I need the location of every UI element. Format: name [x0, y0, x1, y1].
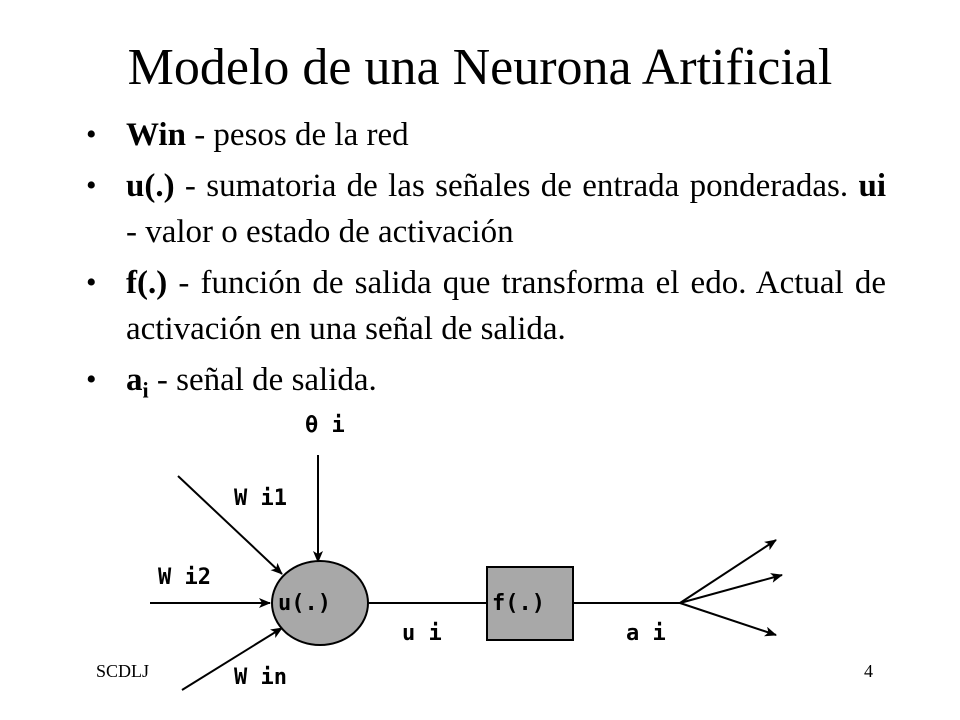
slide-number: 4 — [864, 661, 873, 681]
output-arrow-3 — [679, 602, 777, 637]
bullet-text: Win - pesos de la red — [126, 112, 886, 158]
summation-label: u(.) — [278, 591, 331, 616]
weight-label-wn: W in — [234, 665, 287, 690]
bullet-text: u(.) - sumatoria de las señales de entra… — [126, 163, 886, 255]
activation-label: u i — [402, 621, 442, 646]
output-label: a i — [626, 621, 666, 646]
bullet-description: - sumatoria de las señales de entrada po… — [174, 168, 859, 204]
output-arrow-2 — [679, 573, 783, 604]
footer-author: SCDLJ — [96, 661, 150, 681]
bullet-term: a — [126, 362, 143, 398]
bullet-term: u(.) — [126, 168, 175, 204]
bullet-list: • Win - pesos de la red • u(.) - sumator… — [86, 112, 886, 419]
bullet-term-subscript: i — [142, 377, 149, 403]
bullet-text: ai - señal de salida. — [126, 357, 886, 414]
bullet-description: - función de salida que transforma el ed… — [126, 265, 886, 347]
weight-label-w1: W i1 — [234, 486, 287, 511]
bullet-item: • f(.) - función de salida que transform… — [86, 260, 886, 352]
input-arrow-wn — [181, 627, 283, 691]
bullet-term: Win — [126, 117, 186, 153]
input-arrow-w1 — [177, 475, 283, 575]
theta-label: θ i — [305, 413, 345, 438]
bullet-description: - pesos de la red — [185, 117, 409, 153]
bullet-dot-icon: • — [86, 169, 97, 202]
transfer-function-label: f(.) — [492, 591, 545, 616]
transfer-function-box — [486, 566, 574, 641]
bullet-item: • Win - pesos de la red — [86, 112, 886, 158]
bullet-description: - señal de salida. — [148, 362, 377, 398]
bullet-text: f(.) - función de salida que transforma … — [126, 260, 886, 352]
bullet-term-secondary: ui — [858, 168, 886, 204]
bullet-dot-icon: • — [86, 363, 97, 396]
bullet-dot-icon: • — [86, 118, 97, 151]
bullet-item: • u(.) - sumatoria de las señales de ent… — [86, 163, 886, 255]
bullet-description-secondary: - valor o estado de activación — [126, 214, 514, 250]
output-arrow-1 — [679, 539, 777, 604]
weight-label-w2: W i2 — [158, 565, 211, 590]
slide-title: Modelo de una Neurona Artificial — [127, 39, 833, 96]
bullet-term: f(.) — [126, 265, 168, 301]
bullet-dot-icon: • — [86, 266, 97, 299]
bullet-item: • ai - señal de salida. — [86, 357, 886, 414]
